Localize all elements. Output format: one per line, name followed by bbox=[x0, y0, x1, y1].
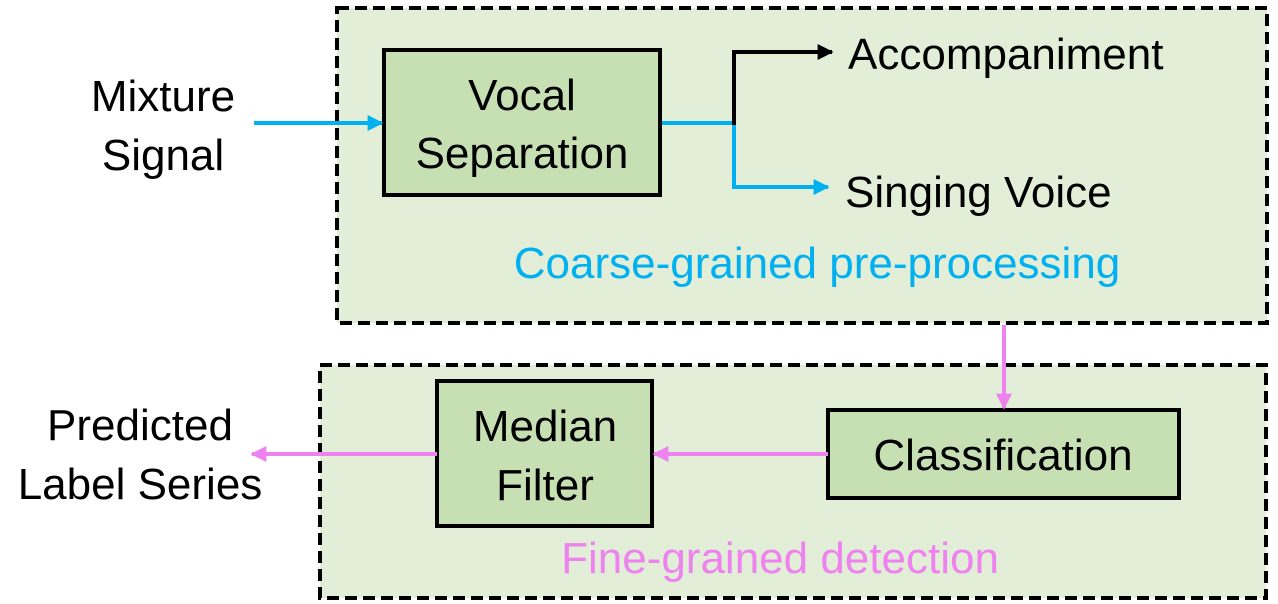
median-filter-label-line2: Filter bbox=[496, 461, 594, 510]
median-filter-block bbox=[435, 379, 654, 528]
singing-voice-label: Singing Voice bbox=[845, 168, 1112, 217]
classification-label: Classification bbox=[873, 431, 1132, 480]
predicted-label-series-line2: Label Series bbox=[18, 460, 263, 509]
coarse-grained-title: Coarse-grained pre-processing bbox=[514, 239, 1121, 288]
median-filter-label-line1: Median bbox=[473, 402, 617, 451]
arrow-to-singing-voice bbox=[732, 123, 830, 195]
classification-block bbox=[826, 408, 1181, 500]
accompaniment-label: Accompaniment bbox=[848, 30, 1163, 79]
mixture-signal-label-line2: Signal bbox=[102, 131, 224, 180]
vocal-separation-block bbox=[382, 48, 662, 197]
vocal-separation-label-line2: Separation bbox=[416, 129, 629, 178]
predicted-label-series-line1: Predicted bbox=[47, 401, 233, 450]
mixture-signal-label-line1: Mixture bbox=[91, 72, 235, 121]
arrow-to-accompaniment bbox=[732, 44, 834, 125]
fine-grained-title: Fine-grained detection bbox=[561, 534, 999, 583]
vocal-separation-label-line1: Vocal bbox=[468, 71, 576, 120]
